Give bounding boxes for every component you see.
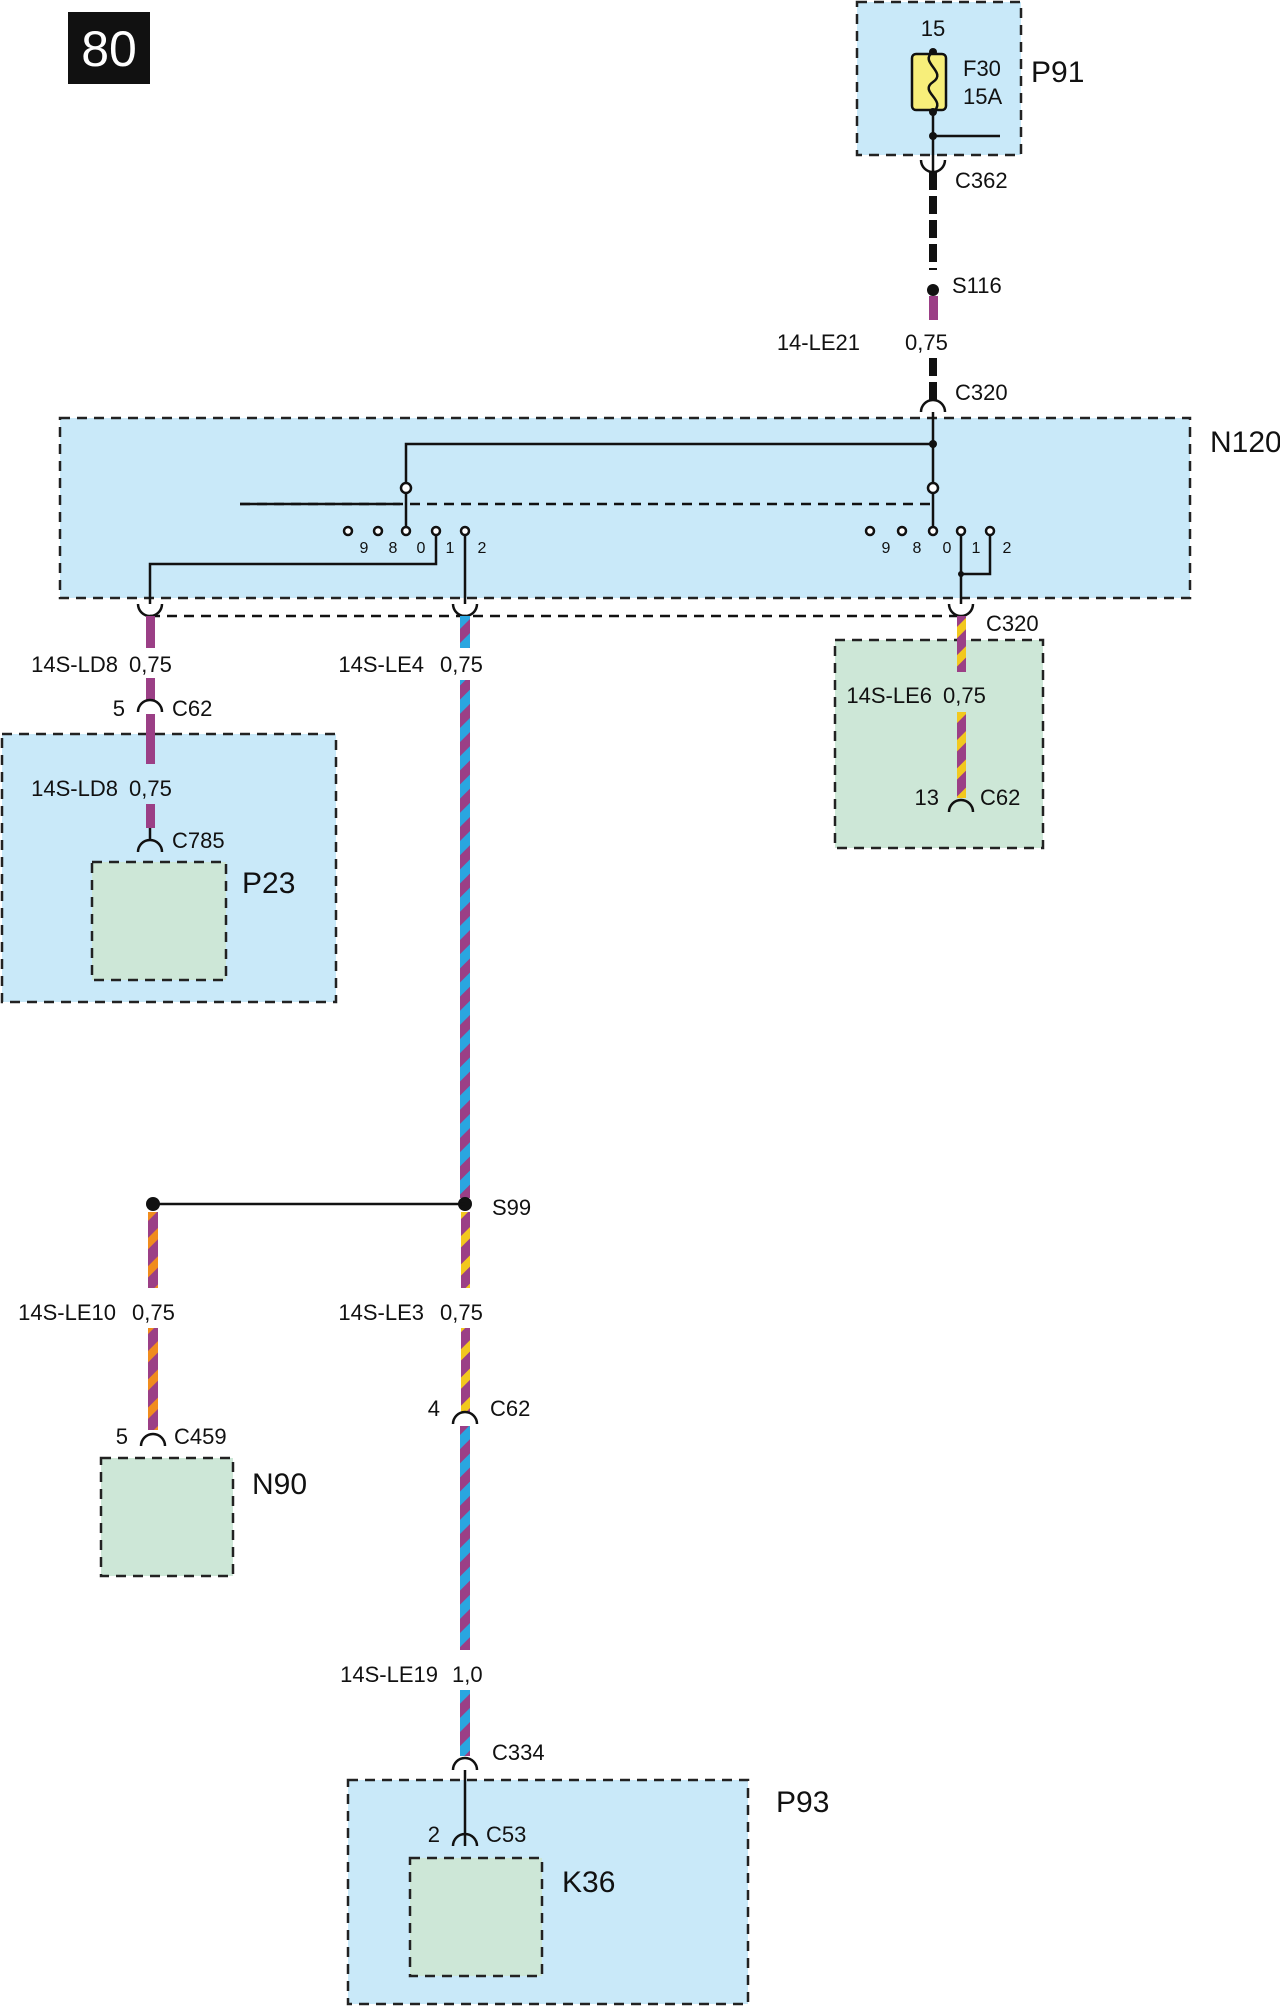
- module-n120: [58, 416, 1192, 600]
- wire-le6-upper: [957, 616, 966, 672]
- connector-c334-icon: [451, 1756, 479, 1771]
- switch-left-pos-9: 9: [360, 540, 369, 557]
- page-number: 80: [81, 21, 137, 77]
- connector-c459-pin: 5: [116, 1424, 128, 1449]
- fuse-rating: 15A: [963, 84, 1002, 109]
- wire-le3-code: 14S-LE3: [338, 1300, 424, 1325]
- module-p93: [346, 1778, 750, 2006]
- connector-c62-right-icon: [947, 798, 975, 813]
- wire-le4-code: 14S-LE4: [338, 652, 424, 677]
- connector-c62-right-pin: 13: [915, 785, 939, 810]
- connector-c62-left-pin: 5: [113, 696, 125, 721]
- connector-c320-top-icon: [919, 398, 947, 413]
- connector-c334-label: C334: [492, 1740, 545, 1765]
- module-n90-label: N90: [252, 1468, 307, 1501]
- switch-right-pos-2: 2: [1003, 540, 1012, 557]
- module-p93-label: P93: [776, 1786, 829, 1819]
- connector-c459-label: C459: [174, 1424, 227, 1449]
- connector-c53-pin: 2: [428, 1822, 440, 1847]
- switch-left-common: [399, 481, 413, 495]
- wire-le4-size: 0,75: [440, 652, 483, 677]
- n120-out-ld8: [148, 535, 438, 604]
- wire-ld8-a-code: 14S-LD8: [31, 652, 118, 677]
- wire-ld8-lower: [146, 714, 155, 764]
- wire-le10-upper: [148, 1212, 158, 1288]
- connector-c320-le6-icon: [947, 603, 975, 618]
- wire-le3-upper: [461, 1212, 470, 1288]
- switch-right-pos-1: 1: [972, 540, 981, 557]
- connector-c320-right-label: C320: [986, 611, 1039, 636]
- wire-ld8-upper: [146, 616, 155, 648]
- wire-le21-size: 0,75: [905, 330, 948, 355]
- wire-ld8-a-size: 0,75: [129, 652, 172, 677]
- wire-ld8-b-code: 14S-LD8: [31, 776, 118, 801]
- module-n90: [99, 1456, 235, 1578]
- n120-feed-bus: [404, 442, 933, 488]
- connector-c320-ld8-icon: [136, 603, 164, 618]
- module-p91-label: P91: [1031, 56, 1084, 89]
- wire-le10-size: 0,75: [132, 1300, 175, 1325]
- module-k36: [408, 1856, 544, 1978]
- wire-le6-lower: [957, 712, 966, 798]
- wire-le10-code: 14S-LE10: [18, 1300, 116, 1325]
- connector-c53-label: C53: [486, 1822, 526, 1847]
- connector-c320-le4-icon: [451, 603, 479, 618]
- wire-le19-code: 14S-LE19: [340, 1662, 438, 1687]
- wire-le3-size: 0,75: [440, 1300, 483, 1325]
- module-le6-housing: [833, 638, 1045, 850]
- wire-le6-code: 14S-LE6: [846, 683, 932, 708]
- connector-c62-left-icon: [136, 698, 164, 713]
- connector-c62-left-label: C62: [172, 696, 212, 721]
- connector-c785-label: C785: [172, 828, 225, 853]
- wire-le19-upper: [460, 1426, 470, 1650]
- connector-c62-mid-pin: 4: [428, 1396, 440, 1421]
- wire-le19-size: 1,0: [452, 1662, 483, 1687]
- wire-le19-lower: [460, 1690, 470, 1756]
- wire-le6-size: 0,75: [943, 683, 986, 708]
- wire-le4-upper: [460, 616, 470, 648]
- module-p23: [90, 860, 228, 982]
- splice-s99-label: S99: [492, 1195, 531, 1220]
- switch-left-pos-2: 2: [478, 540, 487, 557]
- switch-right-common: [926, 481, 940, 495]
- switch-right-pos-9: 9: [882, 540, 891, 557]
- fuse-name: F30: [963, 56, 1001, 81]
- switch-right-pos-0: 0: [943, 540, 952, 557]
- wire-le10-lower: [148, 1328, 158, 1430]
- connector-c53-icon: [451, 1832, 479, 1847]
- module-p23-label: P23: [242, 867, 295, 900]
- page-number-box: [68, 12, 150, 84]
- switch-left-pos-1: 1: [446, 540, 455, 557]
- connector-c362-label: C362: [955, 168, 1008, 193]
- module-k36-label: K36: [562, 1866, 615, 1899]
- wire-le21-code: 14-LE21: [777, 330, 860, 355]
- connector-c62-right-label: C62: [980, 785, 1020, 810]
- module-n120-label: N120: [1210, 426, 1280, 459]
- connector-c320-top-label: C320: [955, 380, 1008, 405]
- connector-c62-mid-icon: [451, 1410, 479, 1425]
- wire-violet-short: [929, 296, 938, 320]
- switch-left-pos-8: 8: [389, 540, 398, 557]
- wire-le3-lower: [461, 1328, 470, 1412]
- fuse-element: [927, 50, 939, 113]
- connector-c62-mid-label: C62: [490, 1396, 530, 1421]
- switch-right-pos-8: 8: [913, 540, 922, 557]
- splice-s116: [927, 284, 939, 296]
- wire-ld8-b-size: 0,75: [129, 776, 172, 801]
- splice-n90-node: [146, 1197, 160, 1211]
- fuse-terminal-label: 15: [921, 16, 945, 41]
- wire-le4: [460, 680, 470, 1198]
- switch-left-pos-0: 0: [417, 540, 426, 557]
- splice-s116-label: S116: [952, 273, 1002, 298]
- connector-c459-icon: [139, 1432, 167, 1447]
